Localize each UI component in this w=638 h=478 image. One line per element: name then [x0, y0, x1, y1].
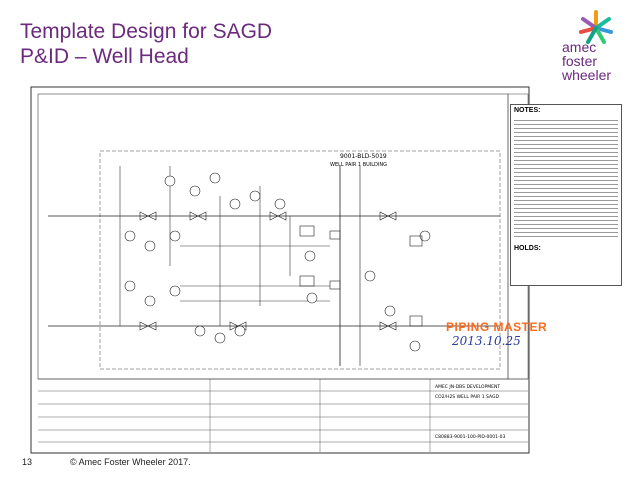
copyright-text: © Amec Foster Wheeler 2017.	[70, 457, 191, 467]
logo-text-line3: wheeler	[562, 67, 612, 83]
drawing-number: C80883-9001-100-PID-0001-03	[435, 434, 505, 440]
logo-text: amec foster wheeler	[562, 40, 611, 82]
title-block-line1: AMEC JN-DBS DEVELOPMENT	[435, 384, 500, 390]
building-label: WELL PAIR 1 BUILDING	[330, 162, 387, 168]
company-logo	[560, 8, 632, 108]
building-tag: 9001-BLD-5019	[340, 153, 387, 160]
holds-header: HOLDS:	[514, 245, 541, 252]
logo-text-line1: amec	[562, 39, 597, 55]
title-block-line2: CO2/H2S WELL PAIR 1 SAGD	[435, 394, 499, 400]
page-number: 13	[22, 457, 33, 467]
slide-title-line2: P&ID – Well Head	[20, 45, 189, 68]
logo-text-line2: foster	[562, 53, 598, 69]
logo-mark-icon	[579, 10, 613, 44]
notes-panel: NOTES: HOLDS:	[510, 104, 622, 286]
piping-master-stamp: PIPING MASTER	[446, 320, 548, 334]
notes-text-lines	[514, 117, 618, 237]
approval-signature: 2013.10.25	[452, 334, 521, 348]
pid-drawing: 9001-BLD-5019 WELL PAIR 1 BUILDING AMEC …	[30, 86, 530, 454]
slide-title-line1: Template Design for SAGD	[20, 20, 273, 43]
notes-header: NOTES:	[514, 107, 541, 114]
